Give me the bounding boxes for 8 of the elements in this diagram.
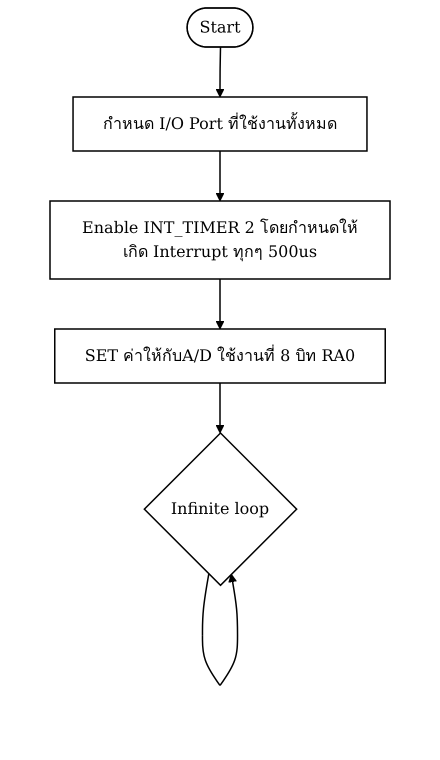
arrow bbox=[216, 47, 224, 98]
arrow bbox=[216, 383, 224, 434]
node-box: กำหนด I/O Port ที่ใช้งานทั้งหมด bbox=[72, 96, 368, 152]
arrow bbox=[216, 279, 224, 330]
node-diamond: Infinite loop bbox=[143, 432, 298, 586]
node-box: SET ค่าให้กับA/D ใช้งานที่ 8 บิท RA0 bbox=[54, 328, 386, 384]
arrow bbox=[216, 151, 224, 202]
node-box: Enable INT_TIMER 2 โดยกำหนดให้เกิด Interrupt ทุกๆ 500us bbox=[49, 200, 391, 280]
